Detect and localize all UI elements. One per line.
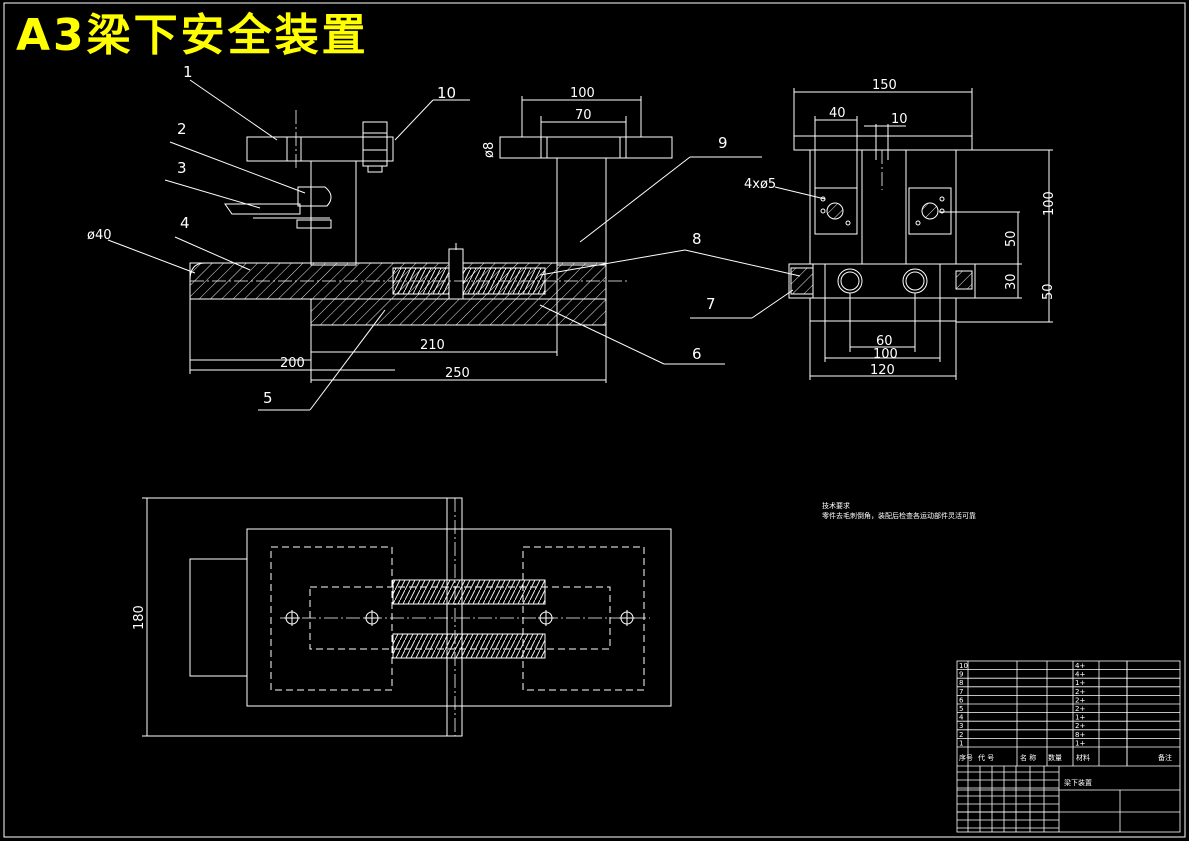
- dim-70: 70: [575, 108, 592, 123]
- parts-row-number: 8: [959, 679, 963, 687]
- right-post: [556, 157, 607, 266]
- parts-row-qty: 4+: [1075, 662, 1085, 670]
- left-post: [310, 160, 357, 266]
- dim-200: 200: [280, 356, 305, 371]
- dim-100-top: 100: [570, 86, 595, 101]
- parts-row-number: 6: [959, 696, 964, 704]
- top-plate-left: [246, 136, 394, 162]
- parts-row-qty: 1+: [1075, 679, 1085, 687]
- dim-40: 40: [829, 106, 846, 121]
- parts-row-qty: 1+: [1075, 739, 1085, 747]
- svg-text:ø8: ø8: [482, 142, 497, 158]
- side-view: 100 70 210 250 200 ø40 ø8 1 2 3 4 5 6 7 …: [87, 63, 801, 411]
- parts-row-qty: 2+: [1075, 722, 1085, 730]
- parts-row-qty: 2+: [1075, 688, 1085, 696]
- dim-100-right: 100: [1042, 191, 1057, 216]
- end-view: 150 40 10 4xø5 100 50 30 50 60 100 120: [690, 78, 1057, 380]
- balloon-10: 10: [437, 84, 456, 102]
- parts-row-number: 5: [959, 705, 963, 713]
- lower-block: [310, 298, 607, 326]
- parts-row-qty: 1+: [1075, 714, 1085, 722]
- parts-header-remark: 备注: [1158, 753, 1172, 762]
- dim-120: 120: [870, 363, 895, 378]
- pin: [448, 248, 464, 300]
- dim-150: 150: [872, 78, 897, 93]
- tech-notes-body: 零件去毛刺倒角，装配后检查各运动部件灵活可靠: [822, 511, 976, 520]
- dim-250: 250: [445, 366, 470, 381]
- parts-row-qty: 4+: [1075, 671, 1085, 679]
- parts-row-number: 10: [959, 662, 968, 670]
- tech-notes-heading: 技术要求: [822, 501, 850, 510]
- clamp-block: [297, 186, 332, 207]
- parts-header-qty: 数量: [1048, 753, 1062, 762]
- dim-30: 30: [1004, 273, 1019, 290]
- title-block: 10 4+ 9 4+ 8 1+ 7 2+ 6 2+ 5 2+ 4 1+ 3 2+ 2 8+ 1 1+ 序号代 号 名 称 数…: [956, 660, 1181, 833]
- parts-row-number: 7: [959, 688, 963, 696]
- balloon-4: 4: [180, 214, 190, 232]
- parts-row-qty: 8+: [1075, 731, 1085, 739]
- dim-100-bottom: 100: [873, 347, 898, 362]
- plan-base: [246, 528, 672, 707]
- drawing-frame: [3, 2, 1186, 838]
- drawing-title: A3梁下安全装置: [16, 10, 369, 61]
- plan-view: 180: [132, 497, 672, 737]
- dim-210: 210: [420, 338, 445, 353]
- parts-row-number: 1: [959, 739, 963, 747]
- dim-phi40: ø40: [87, 228, 112, 243]
- parts-row-number: 2: [959, 731, 963, 739]
- dim-10: 10: [891, 112, 908, 127]
- parts-header-no: 序号: [959, 753, 973, 762]
- balloon-3: 3: [177, 159, 187, 177]
- balloon-8: 8: [692, 230, 702, 248]
- parts-header-name: 名 称: [1020, 753, 1036, 762]
- balloon-5: 5: [263, 389, 273, 407]
- parts-row-number: 4: [959, 714, 964, 722]
- bolt-head: [362, 121, 388, 167]
- top-plate-right: [499, 136, 673, 159]
- drawing-name: 梁下装置: [1064, 778, 1092, 787]
- parts-header-code: 代 号: [978, 753, 994, 762]
- balloon-1: 1: [183, 63, 193, 81]
- parts-row-number: 3: [959, 722, 963, 730]
- parts-header-material: 材料: [1076, 753, 1090, 762]
- dim-50-a: 50: [1004, 230, 1019, 247]
- dim-4x-phi5: 4xø5: [744, 177, 776, 192]
- balloon-9: 9: [718, 134, 728, 152]
- parts-row-number: 9: [959, 671, 963, 679]
- balloon-2: 2: [177, 120, 187, 138]
- end-top-plate: [793, 135, 973, 151]
- balloon-7: 7: [706, 295, 716, 313]
- balloon-6: 6: [692, 345, 702, 363]
- parts-row-qty: 2+: [1075, 705, 1085, 713]
- parts-row-qty: 2+: [1075, 696, 1085, 704]
- dim-50-b: 50: [1041, 283, 1056, 300]
- dim-60: 60: [876, 334, 893, 349]
- dim-180: 180: [132, 605, 147, 630]
